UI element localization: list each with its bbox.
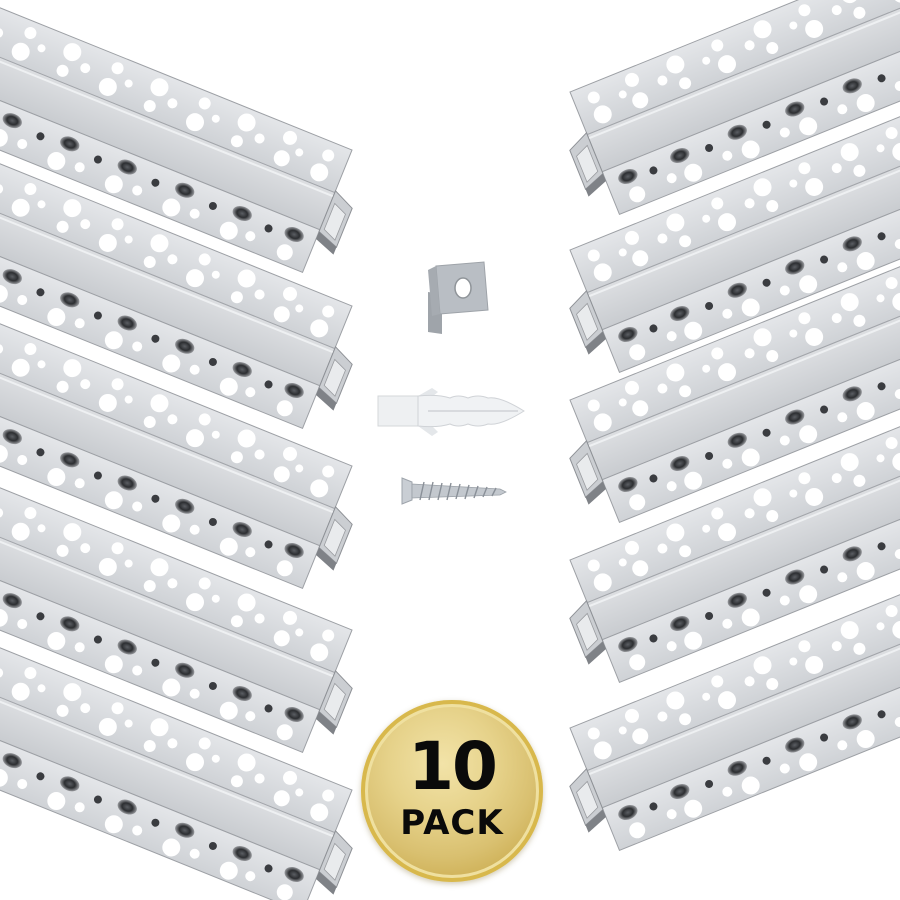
- badge-label: PACK: [400, 803, 504, 843]
- pack-count-badge: 10 PACK: [361, 700, 543, 882]
- right-profile-stack: [565, 0, 900, 852]
- badge-number: 10: [408, 728, 498, 805]
- screw-icon: [401, 477, 507, 505]
- end-cap-icon: [428, 261, 489, 334]
- wall-plug-icon: [377, 388, 525, 436]
- left-profile-stack: [0, 0, 357, 900]
